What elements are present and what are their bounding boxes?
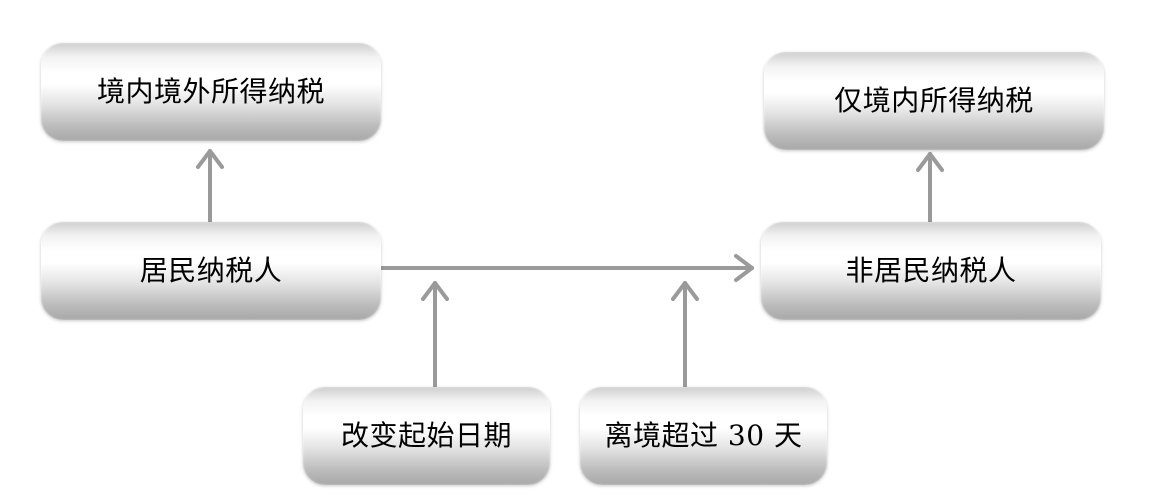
arrow-resident-to-worldwide-tax (196, 149, 224, 224)
arrow-change-start-date-to-transition (421, 281, 449, 388)
node-leave-over-30-days: 离境超过 30 天 (580, 387, 827, 485)
arrow-leave-over-30-days-to-transition (671, 281, 699, 388)
node-label: 离境超过 30 天 (604, 419, 803, 452)
node-domestic-income-tax: 仅境内所得纳税 (764, 52, 1104, 150)
node-label: 仅境内所得纳税 (834, 84, 1034, 117)
arrow-resident-to-nonresident (380, 254, 754, 282)
node-change-start-date: 改变起始日期 (303, 387, 550, 485)
arrow-head (734, 254, 754, 282)
arrow-head (196, 149, 224, 169)
node-label: 居民纳税人 (139, 254, 283, 287)
arrow-nonresident-to-domestic-tax (916, 152, 944, 224)
node-nonresident-taxpayer: 非居民纳税人 (761, 222, 1101, 320)
arrow-head (916, 152, 944, 172)
node-resident-taxpayer: 居民纳税人 (41, 222, 381, 320)
arrow-head (421, 281, 449, 301)
node-label: 境内境外所得纳税 (96, 75, 325, 108)
node-label: 改变起始日期 (340, 419, 512, 452)
node-label: 非居民纳税人 (845, 254, 1017, 287)
arrow-head (671, 281, 699, 301)
node-worldwide-income-tax: 境内境外所得纳税 (41, 43, 381, 141)
